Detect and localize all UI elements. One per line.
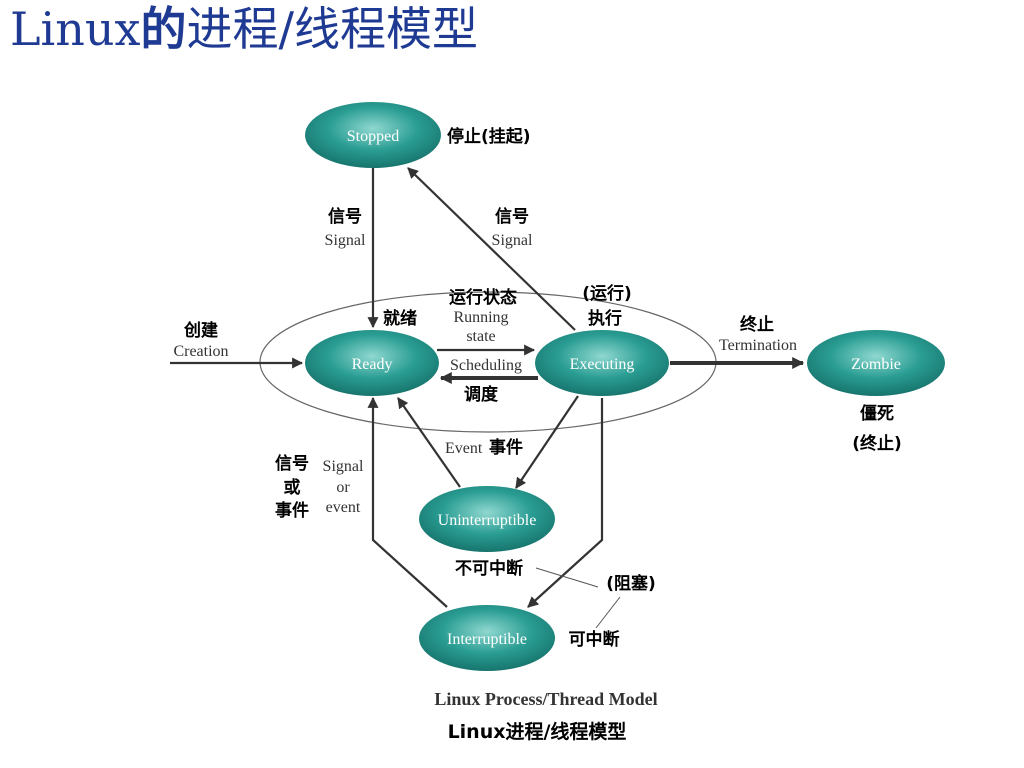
label-running-en-1: Running — [453, 309, 508, 326]
node-uninterruptible: Uninterruptible — [419, 486, 555, 552]
label-ready-zh: 就绪 — [383, 308, 417, 329]
label-scheduling-zh: 调度 — [464, 384, 499, 405]
label-sig-or-event-zh-2: 或 — [284, 477, 301, 498]
label-zombie-zh-1: 僵死 — [860, 403, 894, 424]
label-sig-or-event-zh-3: 事件 — [275, 500, 309, 521]
label-event-zh: 事件 — [489, 437, 523, 458]
label-blocked-zh: (阻塞) — [606, 573, 656, 594]
label-signal-zh-left: 信号 — [328, 206, 362, 227]
label-zombie-zh-2: (终止) — [852, 433, 902, 454]
node-zombie-label: Zombie — [851, 356, 901, 373]
node-interruptible: Interruptible — [419, 605, 555, 671]
label-create-zh: 创建 — [183, 320, 218, 341]
label-sig-or-event-en-2: or — [336, 479, 350, 496]
arrow-executing-to-interruptible — [527, 398, 604, 608]
title-rest: 进程/线程模型 — [186, 2, 478, 56]
node-uninterruptible-label: Uninterruptible — [438, 512, 537, 529]
label-running-en-2: state — [466, 328, 495, 345]
label-executing-zh-2: 执行 — [588, 308, 622, 329]
caption-zh: Linux进程/线程模型 — [448, 720, 627, 743]
arrow-uninterruptible-to-ready — [397, 397, 461, 488]
label-signal-zh-right: 信号 — [495, 206, 529, 227]
node-stopped: Stopped — [305, 102, 441, 168]
node-ready-label: Ready — [352, 356, 393, 373]
label-sig-or-event-zh-1: 信号 — [275, 453, 309, 474]
label-executing-zh-1: (运行) — [582, 283, 632, 304]
label-termination-zh: 终止 — [740, 314, 774, 335]
arrow-executing-to-uninterruptible — [515, 395, 579, 489]
node-interruptible-label: Interruptible — [447, 631, 527, 648]
node-executing-label: Executing — [570, 356, 635, 373]
leader-line-2 — [595, 596, 621, 629]
arrow-interruptible-to-ready — [367, 396, 448, 608]
label-interruptible-zh: 可中断 — [569, 629, 620, 650]
node-stopped-label: Stopped — [347, 128, 399, 145]
label-uninterruptible-zh: 不可中断 — [455, 558, 523, 579]
node-zombie: Zombie — [807, 330, 945, 396]
label-create-en: Creation — [173, 343, 228, 360]
label-running-state-zh: 运行状态 — [449, 287, 517, 308]
node-executing: Executing — [535, 330, 669, 396]
slide-title: Linux的进程/线程模型 — [10, 2, 478, 56]
label-sig-or-event-en-1: Signal — [323, 458, 364, 475]
title-bold-part: 的 — [140, 2, 187, 56]
label-signal-en-left: Signal — [325, 232, 366, 249]
caption-en: Linux Process/Thread Model — [434, 689, 657, 709]
node-ready: Ready — [305, 330, 439, 396]
leader-line-1 — [535, 567, 599, 588]
label-termination-en: Termination — [719, 337, 797, 354]
label-sig-or-event-en-3: event — [326, 499, 361, 516]
arrow-executing-to-stopped — [407, 167, 576, 331]
label-signal-en-right: Signal — [492, 232, 533, 249]
label-event-en: Event — [445, 440, 483, 457]
label-stopped-zh: 停止(挂起) — [447, 126, 531, 147]
label-scheduling-en: Scheduling — [450, 357, 522, 374]
